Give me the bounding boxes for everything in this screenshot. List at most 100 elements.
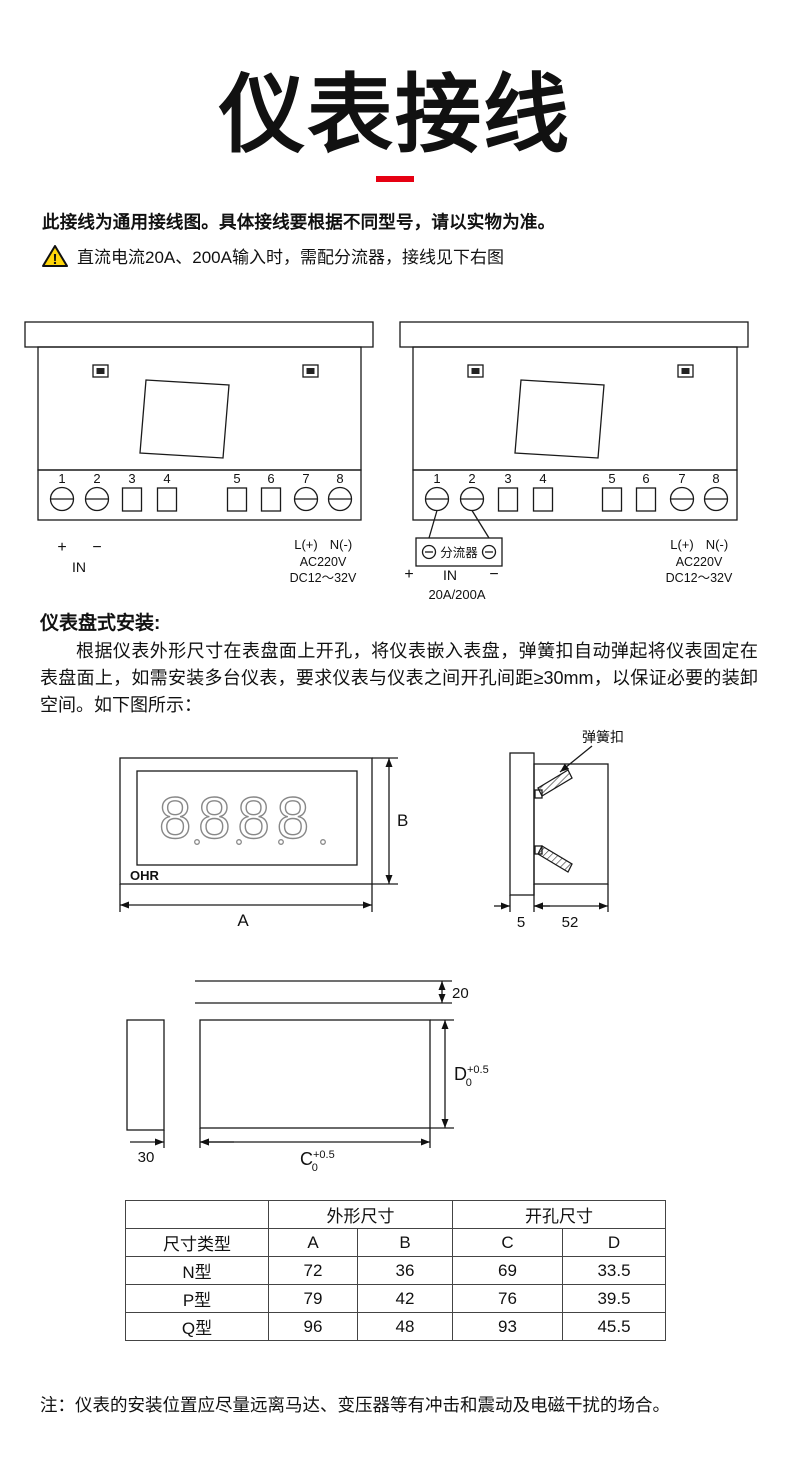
terminal-slot-3 <box>497 487 519 512</box>
in-label: IN <box>72 559 86 575</box>
cell-d: 39.5 <box>562 1284 666 1313</box>
terminal-number: 6 <box>267 471 274 486</box>
shunt-terminal-right-icon <box>481 544 497 560</box>
clip-hole-right-inner <box>306 368 315 374</box>
plus-label: + <box>404 566 413 583</box>
terminal-slot-5 <box>601 487 623 512</box>
mount-flange <box>399 321 749 348</box>
wiring-right-labels: 分流器 + − IN 20A/200A L(+) N(-) AC220V DC1… <box>404 537 733 602</box>
terminal-number: 7 <box>302 471 309 486</box>
cell-c: 93 <box>452 1312 563 1341</box>
decimal-dot <box>320 839 326 845</box>
cell-b: 42 <box>357 1284 453 1313</box>
minus-label: − <box>92 539 101 556</box>
terminal-numbers-right: 1 2 3 4 5 6 7 8 <box>433 471 719 486</box>
spring-clip-pointer <box>559 745 593 773</box>
meter-front-display <box>136 770 358 866</box>
terminal-strip <box>37 469 362 521</box>
cutout-adjacent <box>126 1019 165 1131</box>
dim-b-label: B <box>397 811 408 830</box>
side-bezel <box>509 752 535 896</box>
terminal-number: 3 <box>504 471 511 486</box>
cell-b: 48 <box>357 1312 453 1341</box>
shunt-lead-2 <box>471 510 490 539</box>
cell-a: 79 <box>268 1284 358 1313</box>
terminal-number: 1 <box>58 471 65 486</box>
wiring-left-labels: + − IN L(+) N(-) AC220V DC12～32V <box>57 537 357 585</box>
mount-flange <box>24 321 374 348</box>
clip-hole-left-inner <box>471 368 480 374</box>
line-label: L(+) <box>294 537 317 552</box>
table-group-header-row: 外形尺寸 开孔尺寸 <box>125 1200 666 1229</box>
row-type: P型 <box>125 1284 269 1313</box>
current-label: 20A/200A <box>428 587 485 602</box>
terminal-number: 5 <box>608 471 615 486</box>
table-row: N型 72 36 69 33.5 <box>125 1256 666 1285</box>
cell-d: 45.5 <box>562 1312 666 1341</box>
title-underline <box>376 176 414 182</box>
dim-30-label: 30 <box>138 1149 155 1166</box>
meter-front-bezel <box>119 757 373 885</box>
clip-hole-right-inner <box>681 368 690 374</box>
terminal-number: 5 <box>233 471 240 486</box>
dc-label: DC12～32V <box>290 571 357 585</box>
ac-label: AC220V <box>300 555 347 569</box>
table-empty-cell <box>125 1200 269 1229</box>
table-row: Q型 96 48 93 45.5 <box>125 1312 666 1341</box>
clip-hole-left <box>467 364 484 378</box>
cell-c: 69 <box>452 1256 563 1285</box>
row-type: N型 <box>125 1256 269 1285</box>
meter-rear-left <box>24 321 374 521</box>
terminal-slot-5 <box>226 487 248 512</box>
table-column-header-row: 尺寸类型 A B C D <box>125 1228 666 1257</box>
terminal-slot-4 <box>156 487 178 512</box>
col-a-header: A <box>268 1228 358 1257</box>
row-type: Q型 <box>125 1312 269 1341</box>
dim-20-label: 20 <box>452 985 469 1002</box>
shunt-box <box>415 537 503 567</box>
neutral-label: N(-) <box>706 537 728 552</box>
terminal-slot-4 <box>532 487 554 512</box>
dimension-table: 外形尺寸 开孔尺寸 尺寸类型 A B C D N型 72 36 69 33.5 … <box>125 1200 666 1341</box>
decimal-dot <box>236 839 242 845</box>
seven-segment-digits: 8888 <box>159 786 316 851</box>
group-hole-header: 开孔尺寸 <box>452 1200 666 1229</box>
warning-text: 直流电流20A、200A输入时，需配分流器，接线见下右图 <box>77 248 504 267</box>
clip-hole-right <box>677 364 694 378</box>
terminal-number: 4 <box>163 471 170 486</box>
plus-label: + <box>57 539 66 556</box>
cell-c: 76 <box>452 1284 563 1313</box>
dim-a-label: A <box>237 911 249 930</box>
terminal-slot-6 <box>635 487 657 512</box>
col-type-header: 尺寸类型 <box>125 1228 269 1257</box>
dim-5-52 <box>494 884 609 912</box>
terminal-numbers-left: 1 2 3 4 5 6 7 8 <box>58 471 343 486</box>
dim-52-label: 52 <box>562 914 579 931</box>
wiring-diagram-left: 1 2 3 4 5 6 7 8 + − IN L(+) N(-) AC220V … <box>24 321 374 585</box>
terminal-number: 2 <box>468 471 475 486</box>
terminal-slot-6 <box>260 487 282 512</box>
meter-rear-right <box>399 321 749 567</box>
decimal-dot <box>278 839 284 845</box>
panel-side-view <box>509 745 609 896</box>
warning-icon: ! <box>42 244 68 268</box>
terminal-number: 3 <box>128 471 135 486</box>
decimal-dot <box>194 839 200 845</box>
neutral-label: N(-) <box>330 537 352 552</box>
clip-hole-left <box>92 364 109 378</box>
install-heading: 仪表盘式安装: <box>40 613 161 634</box>
line-label: L(+) <box>670 537 693 552</box>
dim-b <box>372 757 398 885</box>
in-label: IN <box>443 567 457 583</box>
notice-text: 此接线为通用接线图。具体接线要根据不同型号，请以实物为准。 <box>42 212 556 232</box>
spring-clip-top <box>537 769 573 797</box>
terminal-number: 6 <box>642 471 649 486</box>
dim-5-label: 5 <box>517 914 525 931</box>
wiring-diagram-right: 1 2 3 4 5 6 7 8 分流器 + − IN 20A/200A L(+)… <box>399 321 749 602</box>
clip-hole-right <box>302 364 319 378</box>
shunt-terminal-left-icon <box>421 544 437 560</box>
col-d-header: D <box>562 1228 666 1257</box>
